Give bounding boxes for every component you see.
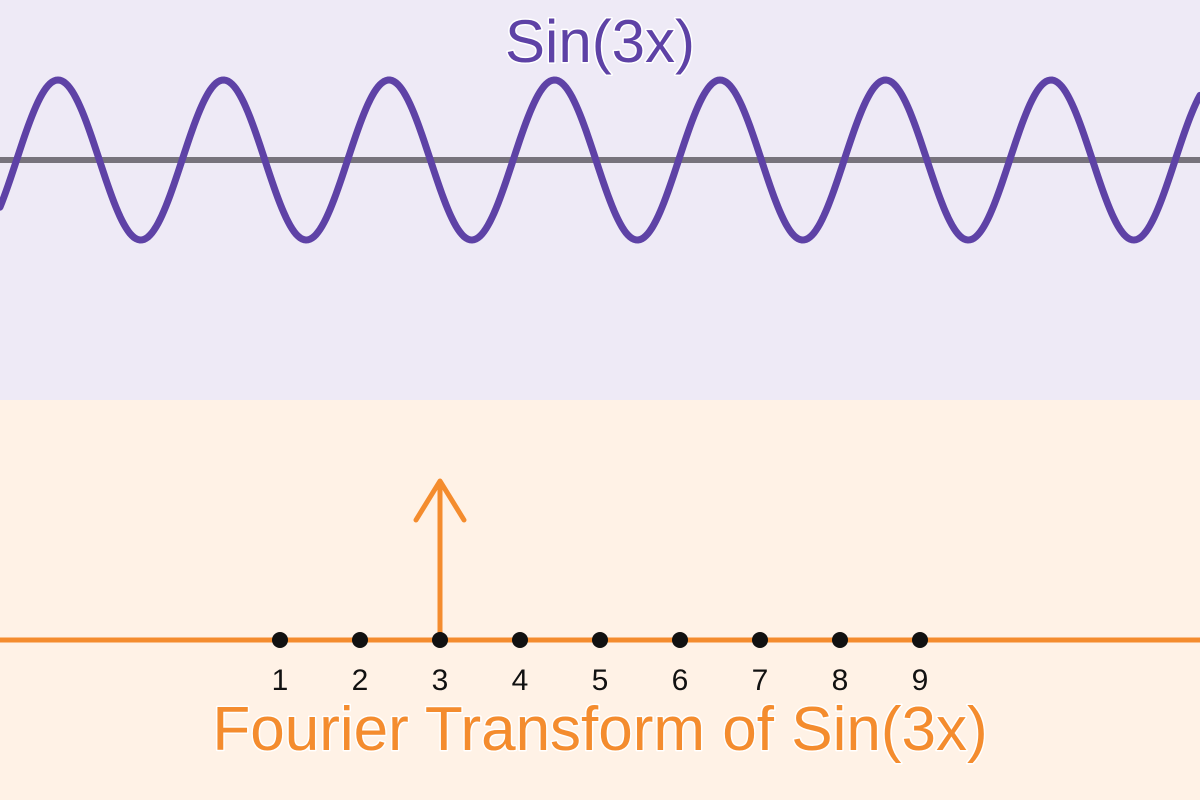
tick-dot	[672, 632, 688, 648]
tick-label: 1	[272, 664, 289, 697]
time-domain-title: Sin(3x)	[505, 8, 695, 75]
time-domain-panel	[0, 0, 1200, 400]
tick-dot	[752, 632, 768, 648]
tick-dot	[592, 632, 608, 648]
tick-dot	[512, 632, 528, 648]
tick-label: 9	[912, 664, 929, 697]
frequency-domain-panel	[0, 400, 1200, 800]
tick-dot	[272, 632, 288, 648]
sine-wave-curve	[0, 76, 1200, 244]
tick-label: 5	[592, 664, 609, 697]
tick-label: 7	[752, 664, 769, 697]
tick-dot	[432, 632, 448, 648]
impulse-arrowhead	[413, 478, 467, 523]
impulse-arrow	[413, 478, 467, 640]
frequency-domain-title: Fourier Transform of Sin(3x)	[212, 695, 987, 764]
tick-label: 3	[432, 664, 449, 697]
tick-dot	[352, 632, 368, 648]
tick-dot	[912, 632, 928, 648]
tick-dot	[832, 632, 848, 648]
tick-label: 2	[352, 664, 369, 697]
frequency-ticks: 1 2 3 4 5 6 7 8 9	[272, 632, 929, 697]
tick-label: 8	[832, 664, 849, 697]
tick-label: 6	[672, 664, 689, 697]
tick-label: 4	[512, 664, 529, 697]
